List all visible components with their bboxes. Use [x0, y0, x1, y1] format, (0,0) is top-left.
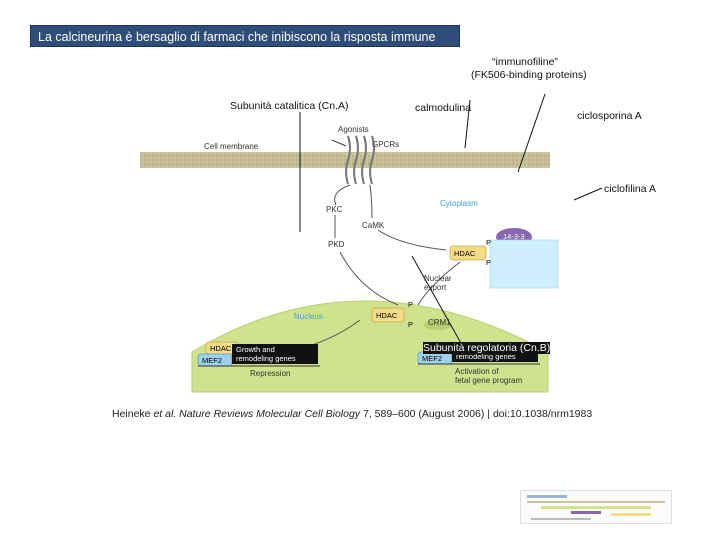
- citation-authors: Heineke: [112, 408, 154, 420]
- gpcrs-label: GPCRs: [372, 140, 400, 149]
- cytoplasm-label: Cytoplasm: [440, 199, 478, 208]
- nucleus-shape: [191, 300, 549, 393]
- ciclofilina-label: ciclofilina A: [604, 183, 656, 195]
- phospho-label-2: P: [486, 258, 492, 267]
- cnb-label: Subunità regolatoria (Cn.B): [423, 342, 551, 354]
- slide-title: La calcineurina è bersaglio di farmaci c…: [30, 25, 460, 47]
- highlight-box: [489, 239, 559, 289]
- citation-details: 7, 589–600 (August 2006) | doi:10.1038/n…: [360, 408, 593, 420]
- agonist-label: Agonists: [338, 125, 369, 134]
- hdac-cytoplasm-label: HDAC: [454, 249, 476, 258]
- arrow-gpcr-pkc: [334, 184, 351, 206]
- crm1-shape: [424, 320, 452, 330]
- growth-genes-label-1: Growth and: [236, 345, 275, 354]
- gpcr-receptor-icon: [345, 135, 375, 185]
- annotation-lines: [299, 93, 603, 346]
- activation-label-1: Activation of: [455, 367, 499, 376]
- nucleus-label: Nucleus: [294, 312, 323, 321]
- hdac-cytoplasm: [449, 245, 487, 261]
- thumbnail-image: [520, 490, 672, 524]
- repression-label: Repression: [250, 369, 291, 378]
- calmodulina-label: calmodulina: [415, 102, 472, 114]
- arrow-camk-hdac: [377, 229, 447, 251]
- cell-membrane-label: Cell membrane: [204, 142, 259, 151]
- export-label: export: [424, 283, 447, 292]
- hdac-repression-label: HDAC: [210, 344, 232, 353]
- crm1-label: CRM1: [428, 318, 451, 327]
- arrow-gpcr-camk: [369, 184, 373, 219]
- phospho-label-1: P: [486, 238, 492, 247]
- arrow-nuclear-export: [417, 261, 461, 306]
- citation: Heineke et al. Nature Reviews Molecular …: [112, 408, 592, 420]
- hdac-nucleus-label: HDAC: [376, 311, 398, 320]
- ciclosporina-label: ciclosporina A: [577, 110, 642, 122]
- phospho-label-4: P: [408, 320, 414, 329]
- camk-label: CaMK: [362, 221, 385, 230]
- mef2-activation-label: MEF2: [422, 354, 443, 363]
- thumbnail-graphic: [527, 495, 665, 520]
- arrow-pkd-nucleus: [339, 251, 399, 306]
- mef2-repression-label: MEF2: [202, 356, 223, 365]
- p14-3-3-label: 14-3-3: [503, 232, 525, 241]
- hdac-nucleus: [371, 307, 405, 323]
- citation-etal: et al.: [153, 408, 177, 420]
- nuclear-label: Nuclear: [424, 274, 452, 283]
- pkd-label: PKD: [328, 240, 345, 249]
- pkc-label: PKC: [326, 205, 343, 214]
- immunofiline-sub-label: (FK506-binding proteins): [471, 69, 587, 81]
- growth-genes-label-2: remodeling genes: [236, 354, 296, 363]
- genes-box-repression: [232, 344, 318, 364]
- citation-journal: Nature Reviews Molecular Cell Biology: [176, 408, 361, 420]
- phospho-label-3: P: [408, 300, 414, 309]
- cell-membrane: [140, 152, 550, 168]
- cna-label: Subunità catalitica (Cn.A): [230, 100, 349, 112]
- activation-label-2: fetal gene program: [455, 376, 523, 385]
- agonist-arrow: [331, 139, 347, 147]
- immunofiline-label: “immunofiline”: [492, 56, 558, 68]
- activation-genes-label-2: remodeling genes: [456, 352, 516, 361]
